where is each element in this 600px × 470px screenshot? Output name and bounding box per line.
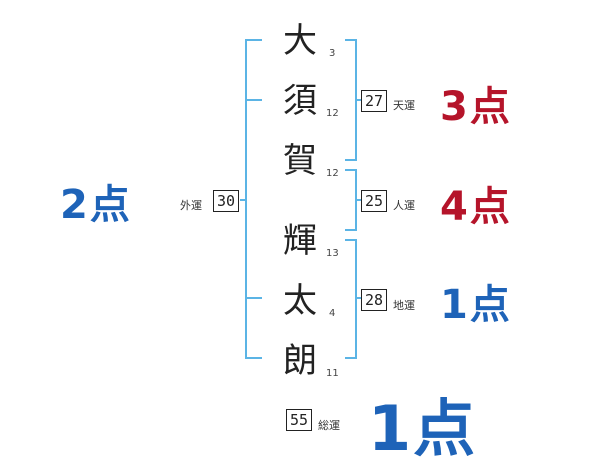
- name-char-6: 朗: [283, 341, 317, 381]
- tenun-bracket: [345, 39, 357, 161]
- jinun-value-box: 25: [361, 190, 387, 212]
- gaiun-label: 外運: [180, 199, 202, 212]
- stroke-count-5: 4: [329, 308, 336, 319]
- souun-score: 1点: [368, 392, 478, 465]
- jinun-score: 4点: [440, 184, 512, 230]
- stroke-count-4: 13: [326, 248, 339, 259]
- stroke-count-1: 3: [329, 48, 336, 59]
- stroke-count-2: 12: [326, 108, 339, 119]
- chiun-bracket: [345, 239, 357, 359]
- tenun-value-box: 27: [361, 90, 387, 112]
- jinun-bracket: [345, 169, 357, 231]
- jinun-label: 人運: [393, 199, 415, 212]
- gaiun-bracket: [245, 39, 262, 359]
- gaiun-score: 2点: [60, 182, 132, 228]
- chiun-score: 1点: [440, 282, 512, 328]
- tenun-label: 天運: [393, 99, 415, 112]
- name-char-4: 輝: [283, 221, 317, 261]
- name-char-1: 大: [283, 21, 317, 61]
- name-char-2: 須: [283, 81, 317, 121]
- chiun-label: 地運: [393, 299, 415, 312]
- stroke-count-3: 12: [326, 168, 339, 179]
- chiun-value-box: 28: [361, 289, 387, 311]
- souun-label: 総運: [318, 419, 340, 432]
- name-char-3: 賀: [283, 141, 317, 181]
- name-char-5: 太: [283, 281, 317, 321]
- souun-value-box: 55: [286, 409, 312, 431]
- gaiun-value-box: 30: [213, 190, 239, 212]
- tenun-score: 3点: [440, 84, 512, 130]
- stroke-count-6: 11: [326, 368, 339, 379]
